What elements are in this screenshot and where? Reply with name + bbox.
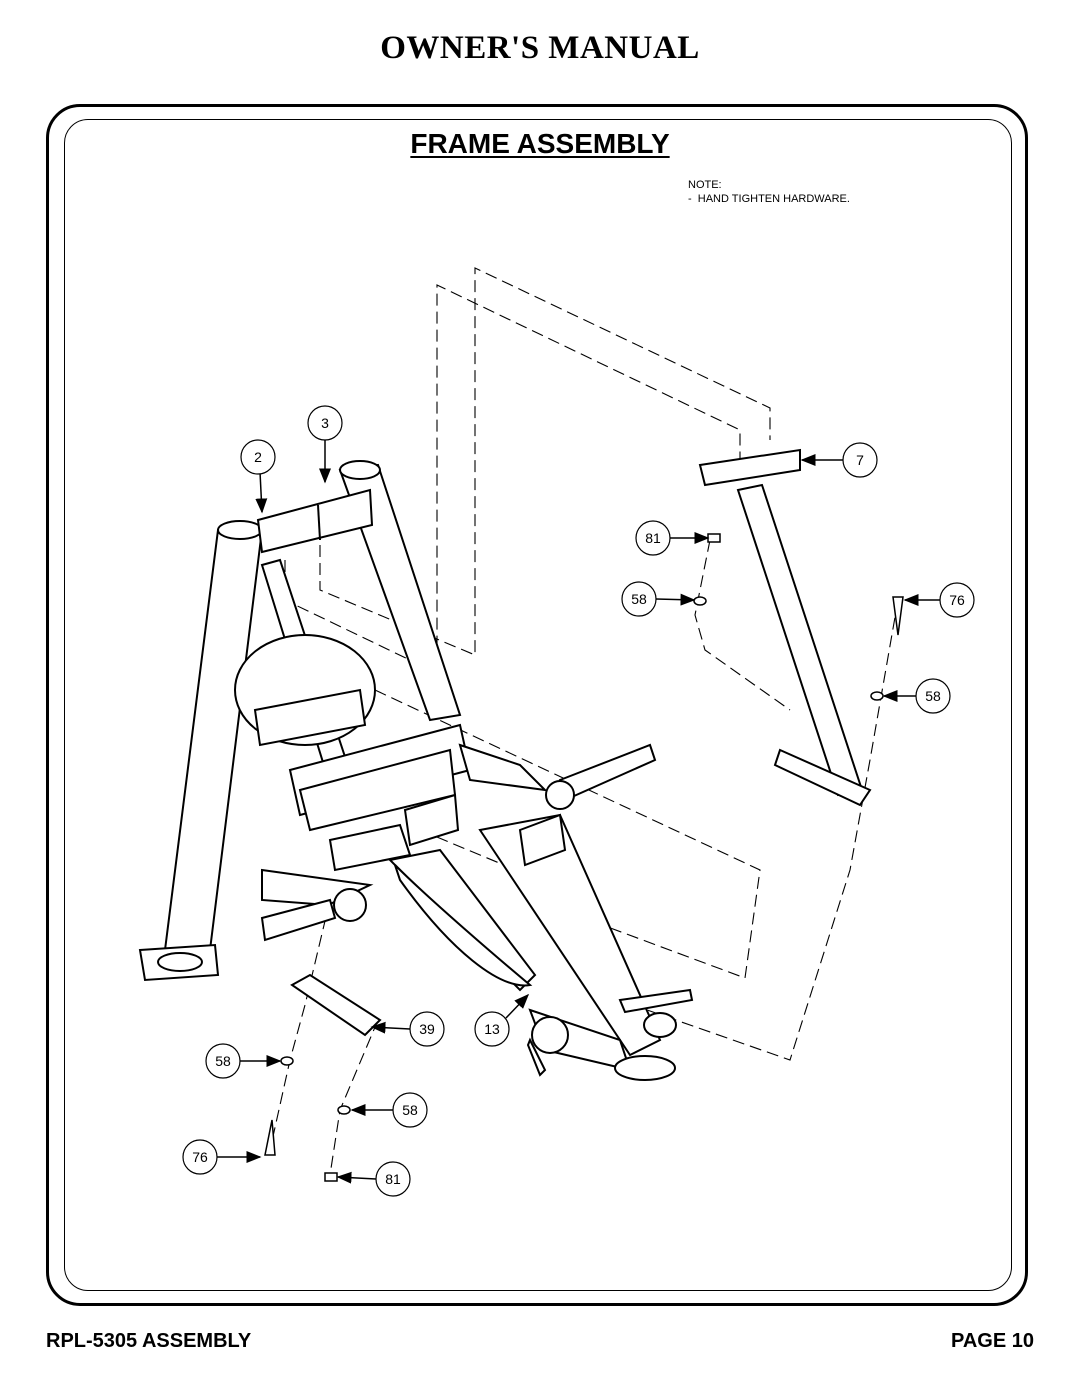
callout-58-top-label: 58	[631, 591, 647, 607]
callout-58-left-label: 58	[215, 1053, 231, 1069]
nut-81-bottom	[324, 1172, 338, 1182]
callout-76-bottom-label: 76	[192, 1149, 208, 1165]
hardware	[264, 533, 904, 1182]
callout-39: 39	[409, 1011, 445, 1047]
callout-81-bottom: 81	[375, 1161, 411, 1197]
assembly-note: NOTE: - HAND TIGHTEN HARDWARE.	[688, 178, 850, 206]
upright-frame	[138, 460, 462, 982]
note-heading: NOTE:	[688, 179, 722, 191]
callout-3-label: 3	[321, 415, 329, 431]
callout-39-label: 39	[419, 1021, 435, 1037]
page-border-outer	[46, 104, 1028, 1306]
callout-leaders	[217, 438, 940, 1184]
callout-81-bottom-label: 81	[385, 1171, 401, 1187]
callout-7: 7	[842, 442, 878, 478]
alignment-dashed-lines	[269, 267, 899, 1176]
callout-81-top-label: 81	[645, 530, 661, 546]
callout-13-label: 13	[484, 1021, 500, 1037]
note-line: - HAND TIGHTEN HARDWARE.	[688, 193, 850, 205]
callout-58-left: 58	[205, 1043, 241, 1079]
callout-58-right: 58	[915, 678, 951, 714]
footer-model: RPL-5305 ASSEMBLY	[46, 1330, 252, 1352]
footer-page-number: PAGE 10	[951, 1330, 1034, 1352]
callout-3: 3	[307, 405, 343, 441]
callout-2: 2	[240, 439, 276, 475]
base-frame	[387, 813, 694, 1081]
callout-58-bottom-label: 58	[402, 1102, 418, 1118]
page-border-inner	[64, 119, 1012, 1291]
rear-stabilizer	[698, 448, 872, 807]
washer-58-left	[280, 1056, 294, 1066]
nut-81-top	[707, 533, 721, 543]
callout-13: 13	[474, 1011, 510, 1047]
bolt-76-bottom	[264, 1119, 276, 1156]
bolt-76-top	[892, 596, 904, 636]
callout-76-top-label: 76	[949, 592, 965, 608]
plate-39	[290, 973, 382, 1037]
callout-81-top: 81	[635, 520, 671, 556]
center-carriage	[234, 634, 657, 942]
section-title: FRAME ASSEMBLY	[410, 128, 670, 159]
callout-76-bottom: 76	[182, 1139, 218, 1175]
callout-58-right-label: 58	[925, 688, 941, 704]
washer-58-bottom	[337, 1105, 351, 1115]
washer-58-right	[870, 691, 884, 701]
callout-76-top: 76	[939, 582, 975, 618]
callout-2-label: 2	[254, 449, 262, 465]
callout-58-bottom: 58	[392, 1092, 428, 1128]
washer-58-top	[693, 596, 707, 606]
callout-7-label: 7	[856, 452, 864, 468]
manual-title: OWNER'S MANUAL	[380, 30, 700, 66]
callout-58-top: 58	[621, 581, 657, 617]
